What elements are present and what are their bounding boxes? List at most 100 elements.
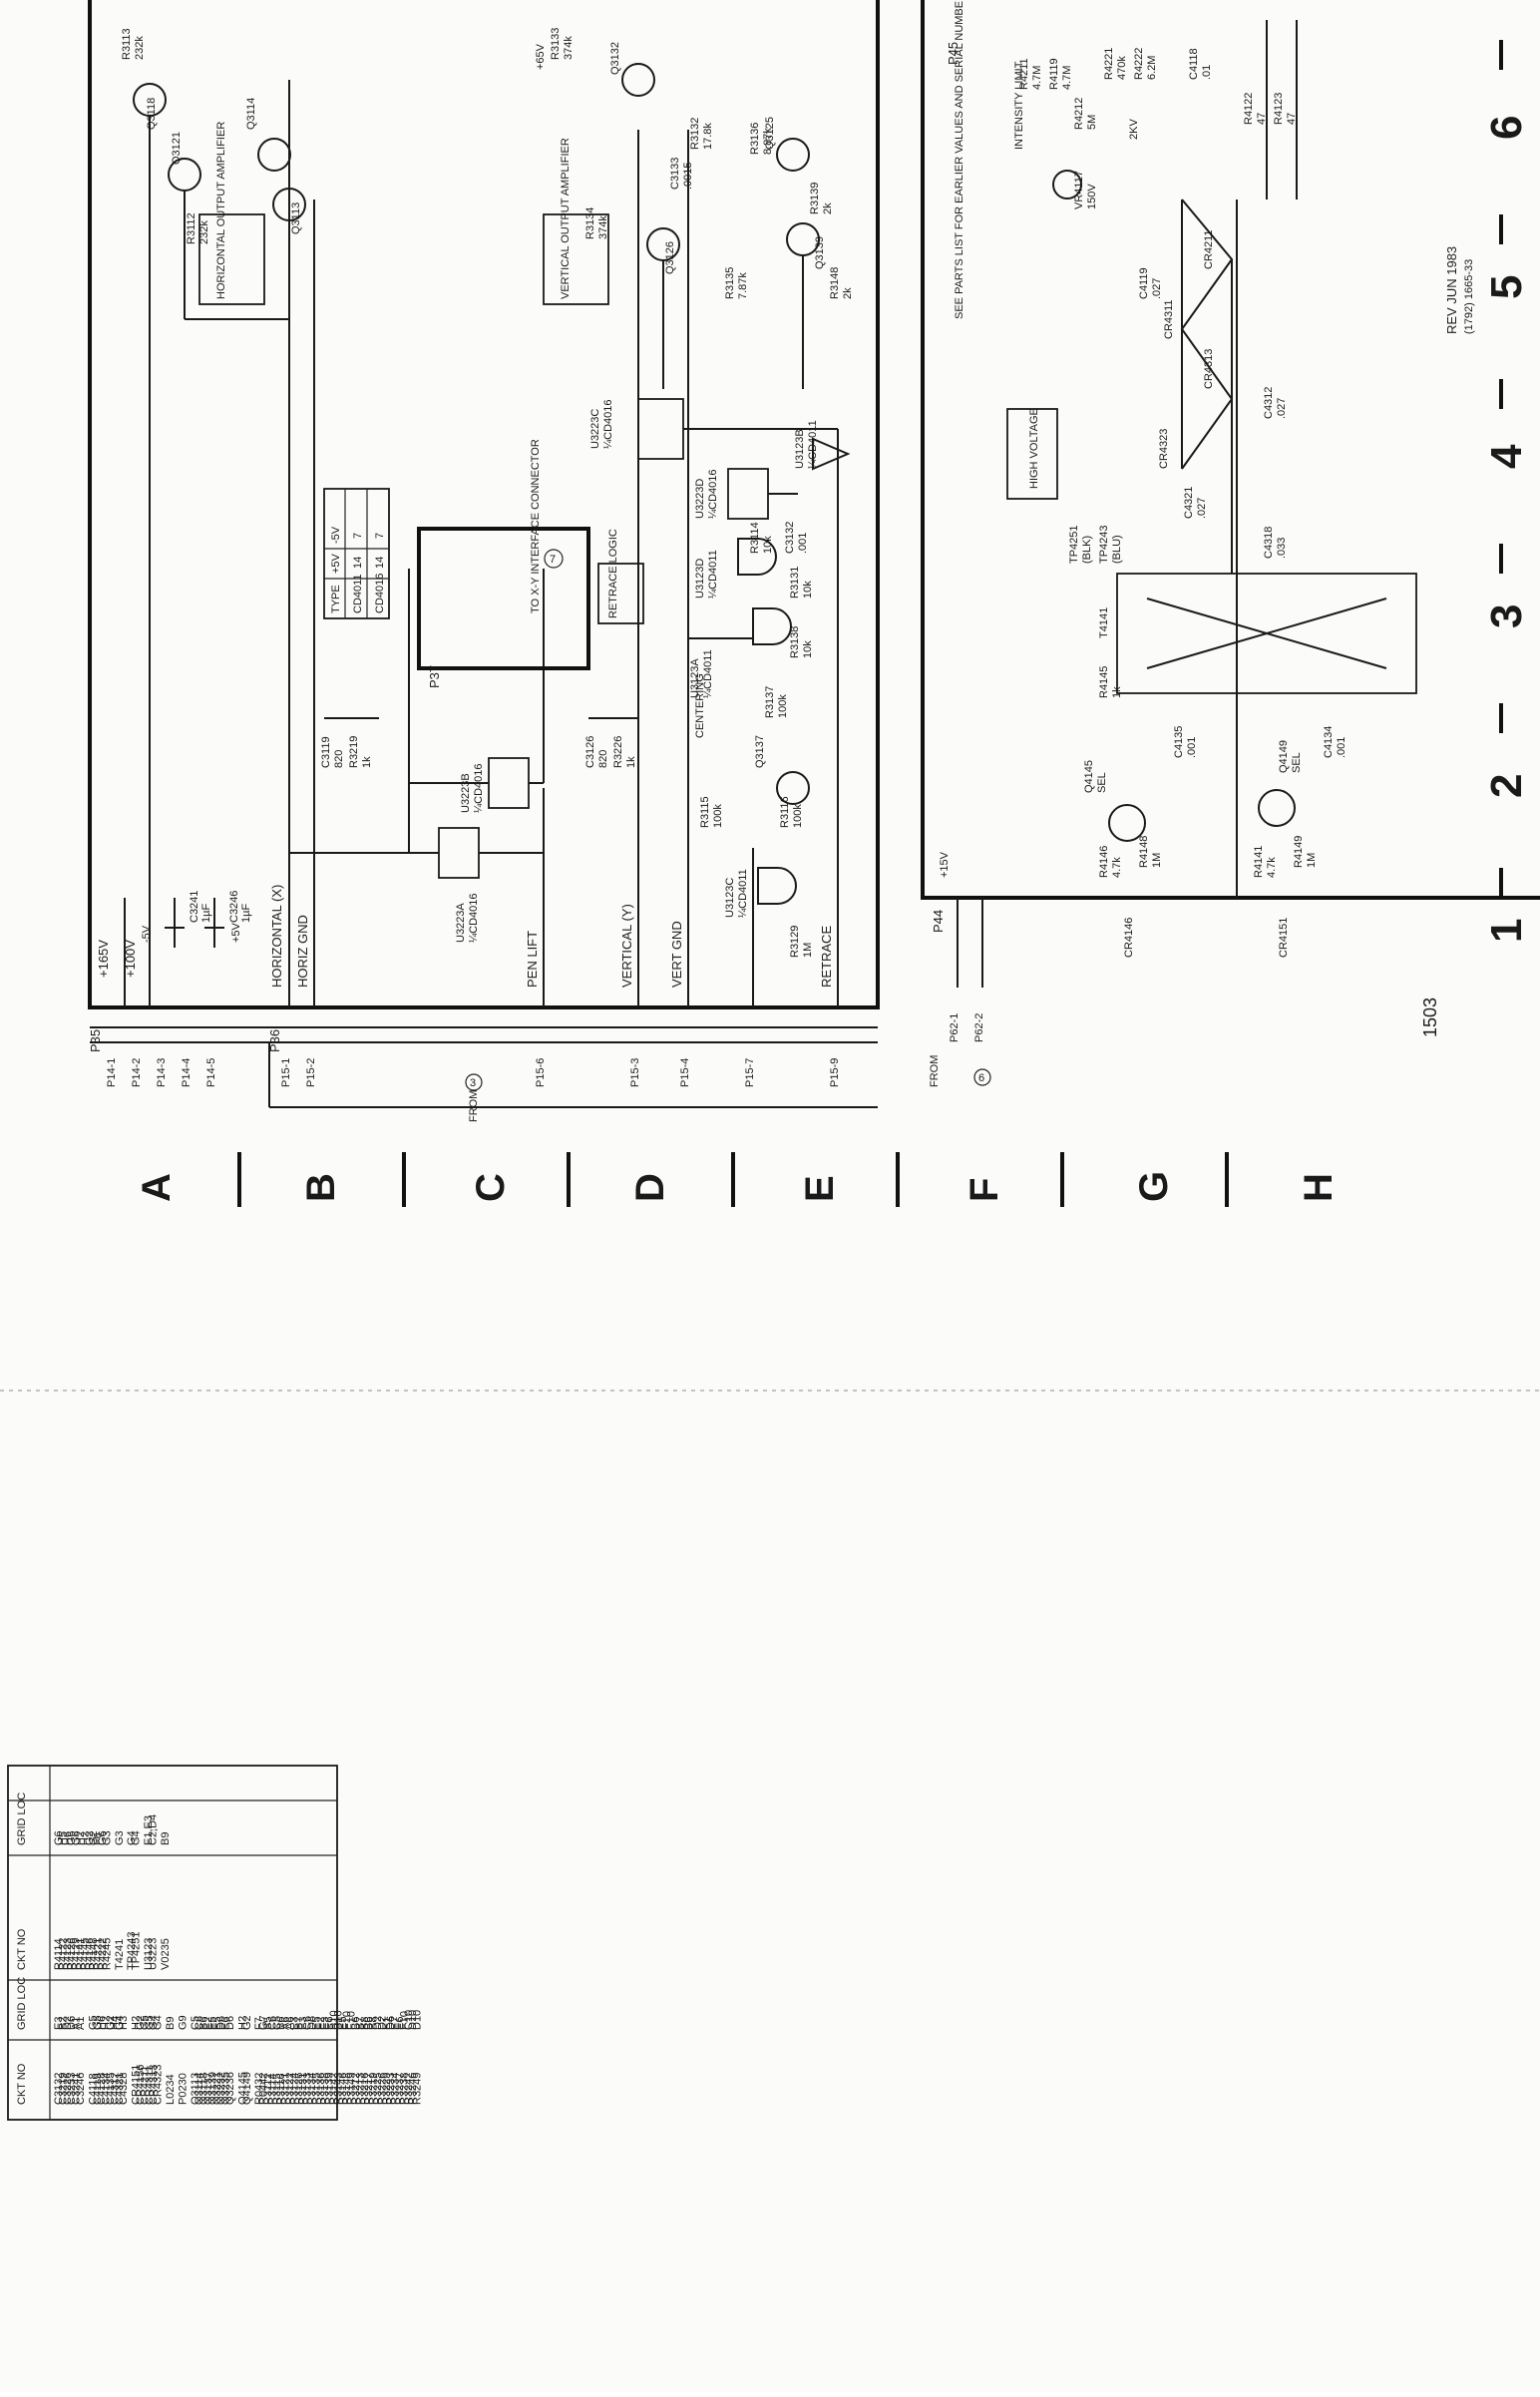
- parts-table-ckt: R3134: [306, 2073, 318, 2105]
- parts-table-ckt: Q3235: [220, 2072, 232, 2105]
- parts-table-ckt: U3123: [143, 1938, 155, 1970]
- r4141-value: 4.7k: [1266, 857, 1278, 878]
- q4149-symbol: [1258, 789, 1296, 827]
- r4221-label: R4221: [1103, 48, 1115, 80]
- parts-table-ckt: R0442: [258, 2073, 270, 2105]
- parts-table-grid: F10: [398, 2011, 410, 2030]
- cr4151-label: CR4151: [1278, 918, 1290, 958]
- vert-amp-box: [543, 213, 609, 305]
- p14-2: P14-2: [131, 1058, 143, 1087]
- p14-5: P14-5: [205, 1058, 217, 1087]
- parts-table-grid: E1,E3: [143, 1815, 155, 1845]
- t4141-label: T4141: [1098, 607, 1110, 638]
- parts-table-ckt: R4148: [88, 1938, 100, 1970]
- parts-table-column-2: R4114G6R4122H5R4123H6R4126G6R4129G6R4141…: [53, 1814, 172, 1970]
- parts-table-grid: E6: [220, 2017, 232, 2030]
- from-3-label: FROM: [468, 1090, 480, 1122]
- u3123c-type: ¼CD4011: [737, 869, 749, 918]
- parts-table-ckt: TP4251: [131, 1931, 143, 1970]
- r3131-value: 10k: [802, 581, 814, 599]
- parts-table-ckt: T4241: [114, 1939, 126, 1970]
- c4118-label: C4118: [1188, 48, 1200, 80]
- u3223a-box: [438, 827, 480, 879]
- r4211-value: 4.7M: [1031, 66, 1043, 90]
- parts-table-ckt: R3212: [350, 2073, 362, 2105]
- r4146-label: R4146: [1098, 846, 1110, 878]
- parts-table-grid: A6: [284, 2017, 296, 2030]
- parts-table-ckt: C4321: [114, 2073, 126, 2105]
- horiz-amp-box: [198, 213, 265, 305]
- parts-table-grid: G2: [241, 2015, 253, 2030]
- p36-label: P36: [267, 1029, 282, 1052]
- q3125-symbol: [776, 138, 810, 172]
- r3219-value: 1k: [361, 756, 373, 768]
- parts-table-grid: E5: [337, 2017, 349, 2030]
- u3223a-label: U3223A: [455, 903, 467, 943]
- rail-horizontal: HORIZONTAL (X): [269, 885, 284, 988]
- u3223c-type: ¼CD4016: [602, 399, 614, 449]
- c3119-value: 820: [333, 750, 345, 768]
- document-number: (1792) 1665-33: [1463, 259, 1475, 334]
- r3226-value: 1k: [625, 756, 637, 768]
- r4149-value: 1M: [1306, 853, 1318, 868]
- parts-table-ckt: R3229: [381, 2073, 393, 2105]
- intensity-limit-lamp: [1052, 170, 1082, 200]
- parts-table-ckt: CR4211: [139, 2065, 151, 2105]
- p15-2: P15-2: [305, 1058, 317, 1087]
- parts-table-grid: F10: [346, 2011, 358, 2030]
- u3123d-label: U3123D: [694, 559, 706, 599]
- parts-table-grid: H2: [131, 2016, 143, 2030]
- r3115-value: 100k: [712, 804, 724, 828]
- connector-p14-p15: P35 P36 P14-1 P14-2 P14-3 P14-4 P14-5 P1…: [88, 1026, 878, 1122]
- parts-table-ckt: R3149: [346, 2073, 358, 2105]
- parts-table-grid: G5: [87, 2015, 99, 2030]
- from-6-ref: 6: [978, 1072, 984, 1084]
- parts-table-grid: E5: [310, 2017, 322, 2030]
- parts-table-grid: H2: [75, 1831, 87, 1845]
- parts-table-ckt: Q3139: [206, 2072, 218, 2105]
- p14-4: P14-4: [181, 1058, 192, 1087]
- r3129-label: R3129: [789, 926, 801, 958]
- grid-col-2: 2: [1482, 774, 1531, 798]
- horiz-amp-label: HORIZONTAL OUTPUT AMPLIFIER: [215, 122, 227, 299]
- page-number: 1503: [1420, 998, 1440, 1037]
- parts-table-grid: G4: [148, 2015, 160, 2030]
- q3113-label: Q3113: [290, 202, 302, 234]
- r4221-value: 470k: [1116, 56, 1128, 80]
- parts-table-grid: G6: [71, 1830, 83, 1845]
- parts-table-ckt: R3234: [390, 2073, 402, 2105]
- r3116-value: 100k: [792, 804, 804, 828]
- c3241-label: C3241: [189, 891, 200, 923]
- r4145-label: R4145: [1098, 666, 1110, 698]
- r3112-label: R3112: [186, 212, 197, 244]
- parts-table-grid: A6: [280, 2017, 292, 2030]
- q4145-symbol: [1108, 804, 1146, 842]
- parts-table-grid: H4: [109, 2016, 121, 2030]
- rail-vertical: VERTICAL (Y): [619, 904, 634, 988]
- parts-table-ckt: Q3118: [198, 2073, 210, 2105]
- q3118-label: Q3118: [146, 98, 158, 130]
- r3138-label: R3138: [789, 626, 801, 658]
- c3132-label: C3132: [784, 522, 796, 554]
- parts-table-ckt: Q4149: [241, 2072, 253, 2105]
- parts-table-grid: B8: [368, 2017, 380, 2030]
- grid-col-4: 4: [1482, 444, 1531, 469]
- retrace-logic-box: [597, 563, 644, 624]
- tp4251-label: TP4251: [1068, 525, 1080, 564]
- r3139-value: 2k: [822, 202, 834, 214]
- parts-table-grid: B5: [262, 2017, 274, 2030]
- parts-table-grid: D2: [62, 2016, 74, 2030]
- parts-table-ckt: R3126: [293, 2073, 305, 2105]
- c4321-value: .027: [1196, 498, 1208, 519]
- parts-table-grid: H2: [236, 2016, 248, 2030]
- ic-type-table: TYPE +5V -5V CD4011 14 7 CD4016 14 7: [323, 488, 390, 619]
- high-voltage-section: P44 P45 P62-1 P62-2 FROM 6 +15V Q4145 SE…: [929, 0, 1417, 1087]
- parts-table-grid: B6: [350, 2017, 362, 2030]
- parts-table-grid: C5: [190, 2016, 201, 2030]
- parts-table-grid: D6: [215, 2016, 227, 2030]
- c3126-value: 820: [597, 750, 609, 768]
- r4148-value: 1M: [1151, 853, 1163, 868]
- r3138-value: 10k: [802, 640, 814, 658]
- parts-table-frame: [7, 1765, 338, 2121]
